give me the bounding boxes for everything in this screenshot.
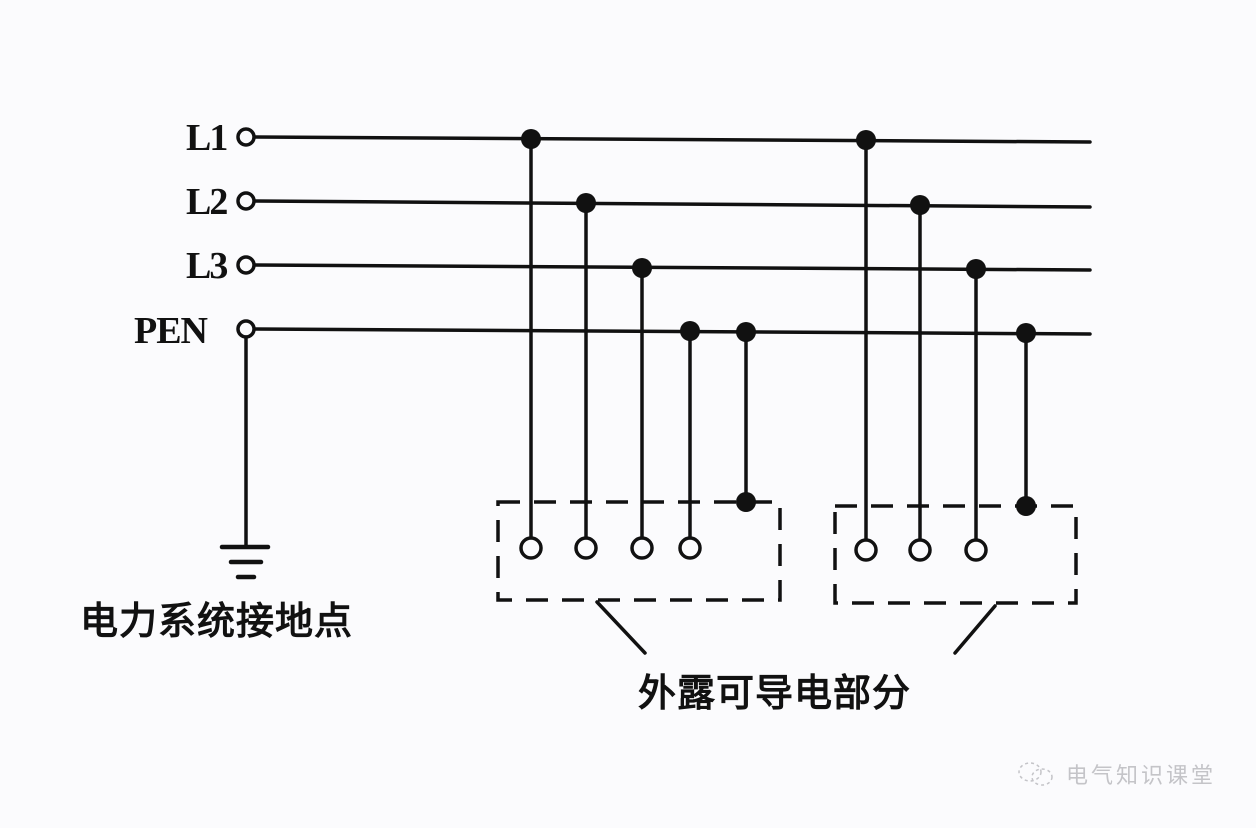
enclosure-group-1 (496, 500, 782, 602)
ground-label: 电力系统接地点 (80, 599, 354, 643)
terminal-l1-icon (236, 127, 256, 147)
watermark-text: 电气知识课堂 (1065, 764, 1216, 789)
leader-line-2 (953, 604, 997, 655)
junction-dot-icon (1016, 323, 1036, 343)
equip-terminal-icon (519, 536, 543, 560)
equipment-label: 外露可导电部分 (638, 671, 912, 715)
label-l2: L2 (186, 181, 228, 223)
terminal-l3-icon (236, 255, 256, 275)
label-l3: L3 (186, 245, 228, 287)
junction-dot-icon (521, 129, 541, 149)
conductor-l1 (253, 135, 1092, 144)
junction-dot-icon (680, 321, 700, 341)
conductor-pen (253, 327, 1092, 336)
equip-terminal-icon (908, 538, 932, 562)
terminal-l2-icon (236, 191, 256, 211)
equip-terminal-icon (678, 536, 702, 560)
equip-terminal-icon (964, 538, 988, 562)
label-pen: PEN (134, 310, 208, 352)
watermark: 电气知识课堂 (1016, 758, 1216, 790)
wechat-icon (1016, 760, 1056, 788)
junction-dot-icon (910, 195, 930, 215)
junction-dot-icon (576, 193, 596, 213)
equip-terminal-icon (630, 536, 654, 560)
junction-dot-icon (966, 259, 986, 279)
label-l1: L1 (186, 117, 228, 159)
conductor-l2 (253, 199, 1092, 209)
ground-icon (219, 544, 271, 580)
junction-dot-icon (856, 130, 876, 150)
equip-terminal-icon (854, 538, 878, 562)
terminal-pen-icon (236, 319, 256, 339)
enclosure-group-2 (833, 504, 1078, 605)
equip-terminal-icon (574, 536, 598, 560)
conductor-l3 (253, 263, 1092, 272)
pe-connection-dot-icon (1016, 496, 1036, 516)
junction-dot-icon (632, 258, 652, 278)
pe-connection-dot-icon (736, 492, 756, 512)
junction-dot-icon (736, 322, 756, 342)
leader-line-1 (595, 600, 647, 655)
